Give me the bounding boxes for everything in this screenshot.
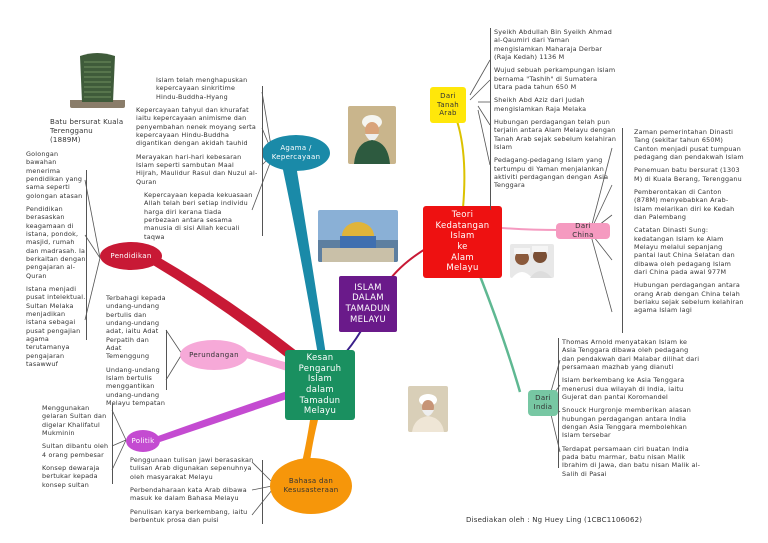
arab-item-2: Wujud sebuah perkampungan Islam bernama … xyxy=(494,66,616,91)
branch-kesan-pendidikan xyxy=(148,252,298,362)
dari-tanah-arab-node[interactable]: Dari Tanah Arab xyxy=(430,87,466,123)
india-item-4: Terdapat persamaan ciri buatan India pad… xyxy=(562,444,701,478)
arab-item-5: Pedagang-pedagang Islam yang tertumpu di… xyxy=(494,156,609,190)
arab-item-1: Syeikh Abdullah Bin Syeikh Ahmad al-Qaum… xyxy=(494,28,613,61)
india-bracket xyxy=(558,338,559,468)
pendidikan-details: Golongan bawahan menerima pendidikan yan… xyxy=(26,150,88,373)
politik-item-2: Sultan dibantu oleh 4 orang pembesar xyxy=(42,442,109,459)
china-item-5: Hubungan perdagangan antara orang Arab d… xyxy=(634,281,744,315)
credit-line: Disediakan oleh : Ng Huey Ling (1CBC1106… xyxy=(466,516,643,524)
pendidikan-node[interactable]: Pendidikan xyxy=(100,242,162,270)
branch-kesan-bahasa xyxy=(302,420,318,462)
perundangan-node[interactable]: Perundangan xyxy=(180,340,248,370)
perundangan-details: Terbahagi kepada undang-undang bertulis … xyxy=(106,294,166,412)
bahasa-bracket xyxy=(262,460,263,524)
india-item-3: Snouck Hurgronje memberikan alasan hubun… xyxy=(562,406,691,440)
pendidikan-bracket xyxy=(86,170,87,340)
bahasa-kesusasteraan-node[interactable]: Bahasa dan Kesusasteraan xyxy=(270,458,352,514)
teori-kedatangan-node[interactable]: Teori Kedatangan Islam ke Alam Melayu xyxy=(423,206,502,278)
perundangan-item-1: Terbahagi kepada undang-undang bertulis … xyxy=(106,294,166,361)
dari-india-details: Thomas Arnold menyatakan Islam ke Asia T… xyxy=(562,338,702,483)
arab-item-4: Hubungan perdagangan telah pun terjalin … xyxy=(494,117,617,151)
politik-label: Politik xyxy=(131,436,155,445)
politik-item-3: Konsep dewaraja bertukar kepada konsep s… xyxy=(42,463,100,489)
group-photo xyxy=(510,244,554,278)
dari-china-details: Zaman pemerintahan Dinasti Tang (sekitar… xyxy=(634,128,746,320)
center-line-4: MELAYU xyxy=(349,314,386,325)
branch-kesan-agama xyxy=(282,165,326,355)
bahasa-details: Penggunaan tulisan jawi berasaskan tulis… xyxy=(130,456,260,529)
agama-item-3: Merayakan hari-hari kebesaran Islam sepe… xyxy=(136,152,258,186)
agama-label: Agama / Kepercayaan xyxy=(271,144,321,161)
batu-bersurat-photo xyxy=(70,50,125,108)
center-line-2: DALAM xyxy=(352,293,384,304)
arab-bracket xyxy=(490,28,491,210)
center-line-3: TAMADUN xyxy=(345,304,391,314)
politik-node[interactable]: Politik xyxy=(126,430,160,452)
politik-bracket xyxy=(112,404,113,484)
branch-teori-china xyxy=(501,227,561,231)
center-node-islam-tamadun-melayu[interactable]: ISLAM DALAM TAMADUN MELAYU xyxy=(339,276,397,332)
dari-tanah-arab-label: Dari Tanah Arab xyxy=(436,91,460,118)
dari-china-label: Dari China xyxy=(572,222,594,239)
bahasa-item-3: Penulisan karya berkembang, iaitu berben… xyxy=(130,507,248,524)
mosque-dome-photo xyxy=(318,210,398,262)
china-item-2: Penemuan batu bersurat (1303 M) di Kuala… xyxy=(634,166,742,183)
dari-india-node[interactable]: Dari India xyxy=(528,390,558,416)
branch-kesan-politik xyxy=(158,390,290,442)
china-item-3: Pemberontakan di Canton (878M) menyebabk… xyxy=(634,187,735,221)
agama-details: Islam telah menghapuskan kepercayaan sin… xyxy=(136,76,258,246)
branch-teori-arab xyxy=(454,114,466,209)
pendidikan-item-3: Istana menjadi pusat intelektual. Sultan… xyxy=(26,284,86,368)
teori-label: Teori Kedatangan Islam ke Alam Melayu xyxy=(435,210,490,274)
agama-item-4: Kepercayaan kepada kekuasaan Allah telah… xyxy=(144,190,253,241)
dari-india-label: Dari India xyxy=(533,394,553,411)
china-item-1: Zaman pemerintahan Dinasti Tang (sekitar… xyxy=(634,128,744,161)
branch-teori-india xyxy=(478,275,522,393)
center-line-1: ISLAM xyxy=(354,282,382,293)
india-item-1: Thomas Arnold menyatakan Islam ke Asia T… xyxy=(562,338,700,371)
batu-bersurat-caption: Batu bersurat Kuala Terengganu (1889M) xyxy=(50,118,124,145)
bahasa-item-2: Perbendaharaan kata Arab dibawa masuk ke… xyxy=(130,485,247,503)
pendidikan-item-2: Pendidikan berasaskan keagamaan di istan… xyxy=(26,204,86,280)
dari-china-node[interactable]: Dari China xyxy=(556,222,610,239)
agama-bracket xyxy=(262,86,263,236)
arab-item-3: Sheikh Abd Aziz dari Judah mengislamkan … xyxy=(494,96,587,113)
perundangan-item-2: Undang-undang Islam bertulis menggantika… xyxy=(106,365,166,407)
bahasa-item-1: Penggunaan tulisan jawi berasaskan tulis… xyxy=(130,456,254,481)
agama-item-2: Kepercayaan tahyul dan khurafat iaitu ke… xyxy=(136,105,256,148)
branch-kesan-perundangan xyxy=(240,350,292,372)
pendidikan-item-1: Golongan bawahan menerima pendidikan yan… xyxy=(26,150,83,200)
agama-item-1: Islam telah menghapuskan kepercayaan sin… xyxy=(156,76,248,101)
agama-kepercayaan-node[interactable]: Agama / Kepercayaan xyxy=(262,135,330,171)
kesan-pengaruh-node[interactable]: Kesan Pengaruh Islam dalam Tamadun Melay… xyxy=(285,350,355,420)
kesan-label: Kesan Pengaruh Islam dalam Tamadun Melay… xyxy=(298,353,342,417)
india-item-2: Islam berkembang ke Asia Tenggara meneru… xyxy=(562,376,685,401)
china-bracket xyxy=(622,128,623,333)
pendidikan-label: Pendidikan xyxy=(110,251,152,260)
dari-tanah-arab-details: Syeikh Abdullah Bin Syeikh Ahmad al-Qaum… xyxy=(494,28,618,195)
perundangan-bracket xyxy=(166,330,167,390)
china-item-4: Catatan Dinasti Sung: kedatangan Islam k… xyxy=(634,226,735,276)
scholar-painting xyxy=(348,106,396,164)
bahasa-label: Bahasa dan Kesusasteraan xyxy=(283,477,339,494)
perundangan-label: Perundangan xyxy=(189,350,239,359)
politik-details: Menggunakan gelaran Sultan dan digelar K… xyxy=(42,404,112,494)
politik-item-1: Menggunakan gelaran Sultan dan digelar K… xyxy=(42,404,107,437)
elder-portrait xyxy=(408,386,448,432)
